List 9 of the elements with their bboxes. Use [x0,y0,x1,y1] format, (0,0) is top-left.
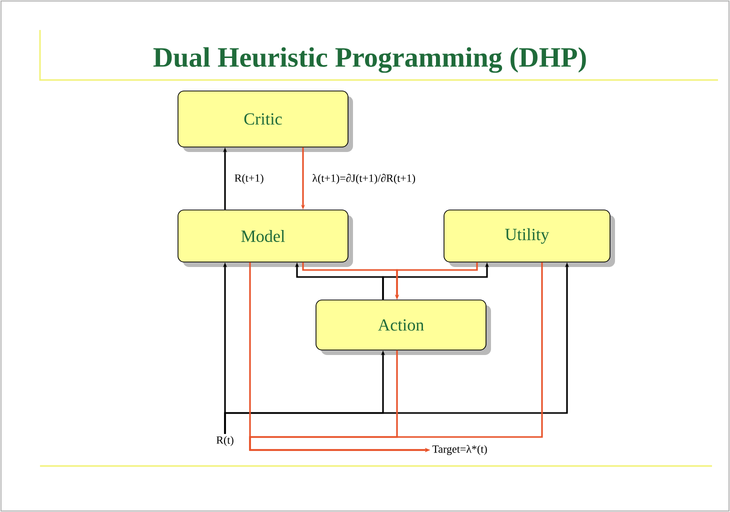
edge-label: λ(t+1)=∂J(t+1)/∂R(t+1) [311,172,417,186]
signal-text: Target=λ*(t) [432,444,487,456]
process-box: Action [316,300,491,355]
process-box: Utility [444,210,615,267]
process-box: Model [178,210,353,267]
process-box: Critic [178,90,353,152]
edge-label: R(t+1) [233,173,265,185]
title: Dual Heuristic Programming (DHP) [153,47,586,73]
signal-text: R(t) [216,436,234,446]
